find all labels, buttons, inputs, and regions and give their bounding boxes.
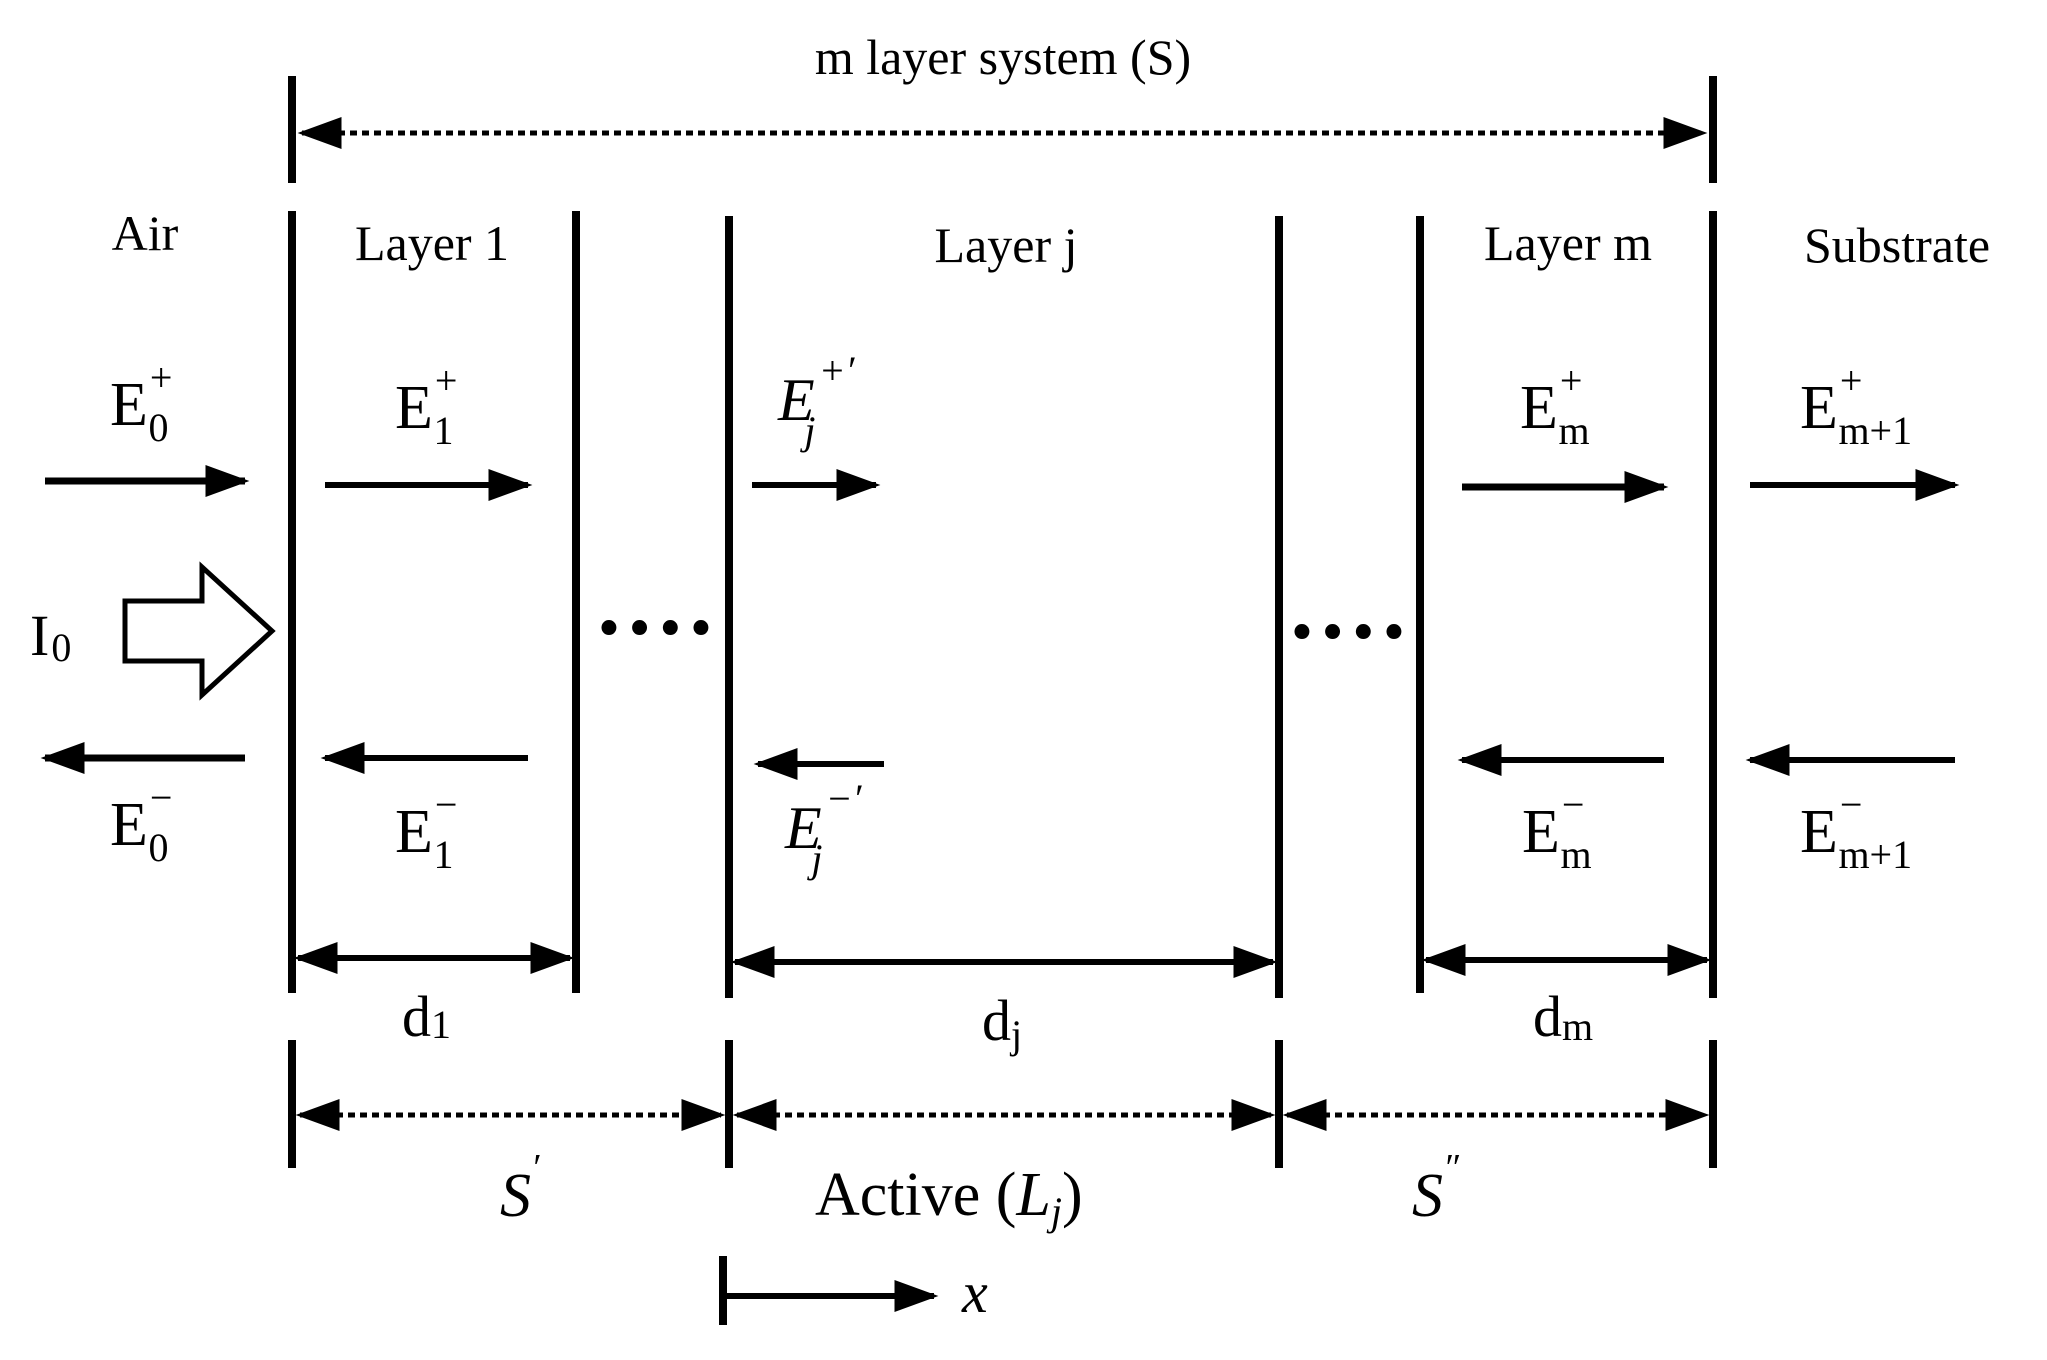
x-axis-label: x [961,1260,988,1325]
e1-forward-label: E+1 [395,358,457,453]
ellipsis-left: ···· [594,576,717,678]
em1-forward-label: E+m+1 [1800,358,1912,453]
active-label: Active (Lj) [815,1161,1083,1234]
layer-j-label: Layer j [935,217,1078,273]
ellipsis-right: ···· [1287,580,1410,682]
e0-backward-label: E−0 [110,775,172,870]
em-backward-label: E−m [1522,782,1592,877]
em1-backward-label: E−m+1 [1800,782,1912,877]
incident-label: I0 [30,603,71,670]
d1-label: d1 [402,984,451,1049]
air-label: Air [112,205,179,261]
substrate-label: Substrate [1804,217,1990,273]
layer-m-label: Layer m [1484,215,1652,271]
incident-block-arrow [122,561,276,701]
em-forward-label: E+m [1520,358,1590,453]
ej-forward-label: E+′j [777,348,856,453]
s-prime-label: S′ [500,1147,540,1230]
e0-forward-label: E+0 [110,355,172,450]
layer-1-label: Layer 1 [355,215,509,271]
ej-backward-label: E−′j [784,776,863,881]
dj-label: dj [982,988,1022,1057]
system-label: m layer system (S) [815,29,1191,85]
s-double-prime-label: S″ [1412,1147,1460,1230]
e1-backward-label: E−1 [395,782,457,877]
dm-label: dm [1533,984,1593,1049]
